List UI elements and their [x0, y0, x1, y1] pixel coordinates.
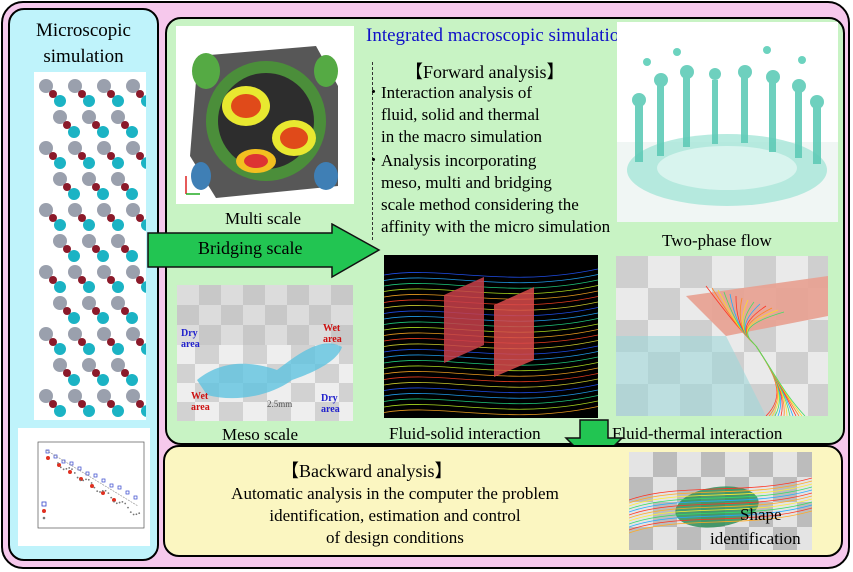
bullet1-line3: in the macro simulation: [381, 127, 542, 146]
chart-points: [45, 449, 141, 516]
lattice-image: [34, 72, 146, 420]
micro-title-1: Microscopic: [36, 20, 131, 41]
diffusion-chart-thumbnail: [18, 428, 150, 546]
bullet2-marker: ・: [366, 153, 382, 169]
scale-bar-label: 2.5mm: [267, 399, 293, 409]
bullet2-line3: scale method considering the: [381, 195, 579, 214]
bullet2-line1: Analysis incorporating: [381, 151, 537, 170]
meso-floor: [177, 285, 353, 421]
two-phase-label: Two-phase flow: [662, 231, 772, 250]
lattice-atoms: [39, 79, 146, 417]
two-phase-flow-image: [617, 22, 838, 222]
macro-title: Integrated macroscopic simulation: [366, 25, 629, 46]
shape-streamlines: [629, 477, 812, 534]
dry-area-label-1: Dry area: [181, 328, 200, 350]
bridging-scale-label: Bridging scale: [198, 238, 303, 258]
bullet1-marker: ・: [366, 85, 382, 101]
forward-title: 【Forward analysis】: [405, 62, 565, 82]
bullet1-line1: Interaction analysis of: [381, 83, 533, 102]
dry-area-label-2: Dry area: [321, 393, 340, 415]
bullet1-line2: fluid, solid and thermal: [381, 105, 540, 124]
fluid-thermal-image: [616, 256, 828, 416]
bridging-arrow[interactable]: [146, 223, 382, 279]
bullet2-line4: affinity with the micro simulation: [381, 217, 611, 236]
backward-line2: identification, estimation and control: [269, 506, 521, 525]
fluid-thermal-label: Fluid-thermal interaction: [612, 424, 783, 443]
backward-line3: of design conditions: [326, 528, 464, 547]
backward-line1: Automatic analysis in the computer the p…: [231, 484, 559, 503]
shape-identification-image: [629, 452, 812, 550]
micro-title-2: simulation: [43, 46, 124, 67]
shape-id-line2: identification: [710, 529, 801, 548]
fluid-thermal-streamlines: [705, 285, 806, 416]
meso-scale-label: Meso scale: [222, 425, 299, 444]
bullet2-line2: meso, multi and bridging: [381, 173, 552, 192]
wet-area-label-1: Wet area: [323, 323, 342, 345]
shape-id-line1: Shape: [740, 505, 782, 524]
fluid-solid-image: [384, 255, 598, 418]
multi-scale-label: Multi scale: [225, 209, 302, 228]
backward-title: 【Backward analysis】: [281, 461, 453, 481]
dashed-divider: [372, 62, 373, 240]
multi-scale-image: [176, 26, 354, 204]
fluid-solid-label: Fluid-solid interaction: [389, 424, 541, 443]
wet-area-label-2: Wet area: [191, 391, 210, 413]
meso-scale-image: Dry area Wet area Wet area Dry area 2.5m…: [177, 285, 353, 421]
